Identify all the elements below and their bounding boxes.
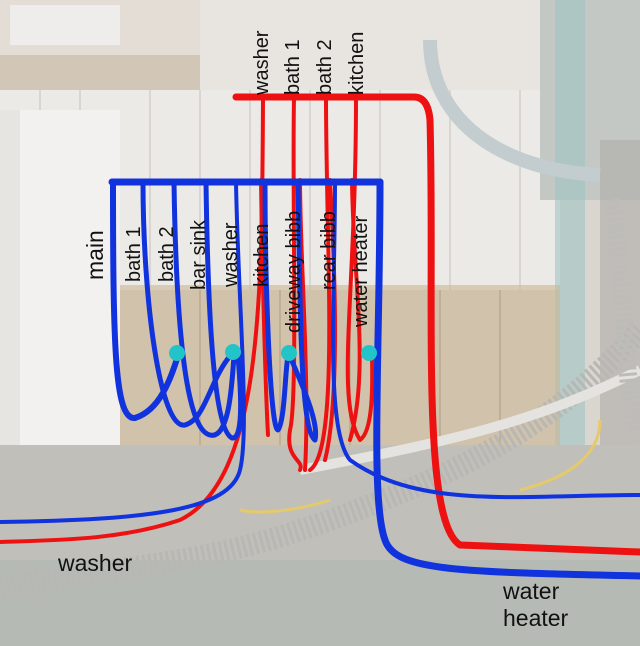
hot-branch-bath1 bbox=[287, 95, 303, 472]
hot-branch-bath2 bbox=[308, 95, 332, 472]
water-heater-label-line2: heater bbox=[503, 605, 569, 631]
hot-water-lines bbox=[0, 93, 640, 556]
hot-label-bath-1: bath 1 bbox=[282, 39, 304, 95]
cold-label-main: main bbox=[82, 230, 108, 280]
cold-label-bath-2: bath 2 bbox=[156, 226, 178, 282]
water-heater-label-line1: water bbox=[503, 578, 560, 604]
hot-branch-extra-1 bbox=[259, 178, 270, 437]
valve-1 bbox=[169, 345, 185, 361]
cold-water-lines bbox=[0, 178, 640, 580]
cold-bath1 bbox=[140, 179, 233, 428]
cold-label-rear-bibb: rear bibb bbox=[318, 211, 340, 290]
hot-label-kitchen: kitchen bbox=[346, 31, 368, 95]
cold-kitchen bbox=[262, 179, 291, 433]
cold-barsink bbox=[203, 179, 244, 441]
valve-2 bbox=[225, 344, 241, 360]
cold-washer bbox=[0, 180, 246, 524]
cold-water-heater bbox=[373, 178, 640, 580]
cold-label-washer: washer bbox=[220, 222, 242, 287]
cold-label-kitchen: kitchen bbox=[251, 223, 273, 287]
valve-3 bbox=[281, 345, 297, 361]
cold-label-driveway-bibb: driveway bibb bbox=[283, 210, 305, 333]
cold-bath2 bbox=[171, 179, 237, 438]
washer-label: washer bbox=[58, 550, 133, 576]
valves bbox=[169, 344, 377, 361]
cold-rear-bibb bbox=[331, 180, 640, 500]
cold-main bbox=[110, 179, 181, 421]
hot-label-bath-2: bath 2 bbox=[314, 39, 336, 95]
hot-label-washer: washer bbox=[251, 30, 273, 95]
cold-label-bath-1: bath 1 bbox=[123, 226, 145, 282]
cold-label-water-heater: water heater bbox=[350, 215, 372, 327]
hot-branch-washer bbox=[0, 95, 265, 544]
cold-label-bar-sink: bar sink bbox=[188, 219, 210, 290]
hot-branch-extra-4 bbox=[348, 178, 362, 442]
cold-driveway-bibb bbox=[287, 179, 319, 443]
hot-trunk bbox=[232, 93, 640, 556]
valve-4 bbox=[361, 345, 377, 361]
